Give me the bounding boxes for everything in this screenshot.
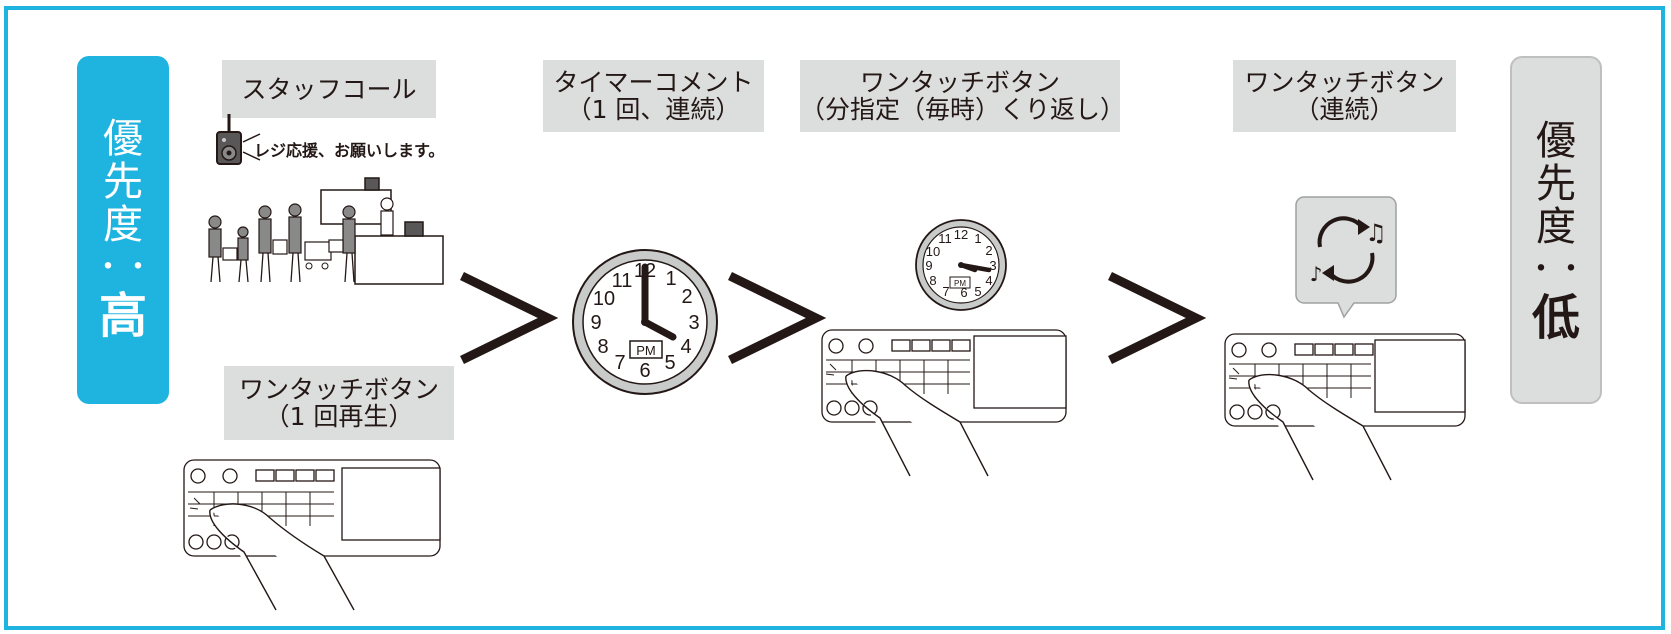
- clock-number: 5: [974, 284, 981, 299]
- staff-call-speech: レジ応援、お願いします。: [254, 141, 445, 160]
- one-touch-repeat-label: ワンタッチボタン （分指定（毎時）くり返し）: [800, 60, 1126, 132]
- priority-char: 度: [103, 202, 143, 249]
- repeat-music-icon: ♫ ♪: [1295, 196, 1397, 319]
- clock-number: 5: [664, 352, 675, 374]
- timer-comment-label: タイマーコメント （1 回、連続）: [543, 60, 764, 132]
- diagram-frame: [4, 6, 1665, 630]
- one-touch-continuous-title: ワンタッチボタン: [1244, 68, 1445, 97]
- pm-badge: [629, 340, 663, 359]
- one-touch-repeat-title: ワンタッチボタン: [859, 68, 1060, 97]
- clock-number: 3: [989, 258, 996, 273]
- priority-level-low: 低: [1531, 289, 1580, 346]
- control-panel-icon: [821, 329, 1067, 477]
- greater-than-arrow: [728, 271, 827, 365]
- clock-number: 12: [954, 227, 968, 242]
- svg-text:♫: ♫: [1365, 219, 1387, 247]
- priority-char: 優: [103, 116, 143, 162]
- control-panel-icon: [183, 459, 441, 611]
- one-touch-single-label: ワンタッチボタン （1 回再生）: [224, 366, 454, 440]
- checkout-scene-illustration: [208, 177, 444, 285]
- pm-badge-text: PM: [954, 279, 966, 288]
- clock-number: 9: [590, 312, 601, 334]
- clock-number: 9: [925, 258, 932, 273]
- clock-icon: 12 1 2 3 4 5 6 7 8 9 10 11 PM: [572, 249, 718, 395]
- clock-number: 4: [985, 273, 992, 288]
- clock-number: 7: [942, 284, 949, 299]
- clock-number: 1: [974, 231, 981, 246]
- clock-number: 11: [612, 270, 633, 292]
- clock-number: 3: [688, 312, 699, 334]
- one-touch-continuous-label: ワンタッチボタン （連続）: [1233, 60, 1456, 132]
- priority-char: 先: [103, 159, 143, 206]
- timer-comment-title: タイマーコメント: [553, 68, 754, 97]
- clock-number: 8: [597, 336, 608, 358]
- staff-call-title: スタッフコール: [241, 74, 417, 104]
- one-touch-single-title: ワンタッチボタン: [238, 375, 439, 404]
- clock-number: 10: [926, 244, 940, 259]
- clock-number: 4: [680, 336, 691, 358]
- clock-number: 8: [929, 273, 936, 288]
- priority-low-badge: 優 先 度 ・・ 低: [1510, 56, 1602, 404]
- clock-number: 6: [639, 360, 650, 382]
- staff-call-label: スタッフコール: [222, 60, 436, 118]
- clock-number: 1: [665, 268, 676, 290]
- greater-than-arrow: [460, 271, 559, 365]
- priority-char: 度: [1536, 204, 1576, 251]
- priority-char: 優: [1536, 118, 1576, 164]
- control-panel-icon: [1224, 333, 1466, 481]
- priority-colon: ・・: [1526, 251, 1586, 287]
- priority-colon: ・・: [93, 249, 153, 285]
- svg-text:♪: ♪: [1310, 262, 1323, 286]
- one-touch-continuous-subtitle: （連続）: [1294, 95, 1395, 124]
- clock-number: 7: [614, 352, 625, 374]
- clock-number: 10: [593, 288, 615, 310]
- clock-number: 6: [960, 285, 967, 300]
- one-touch-single-subtitle: （1 回再生）: [264, 402, 414, 431]
- clock-icon: 12 1 2 3 4 5 6 7 8 9 10 11 PM: [915, 219, 1007, 311]
- clock-number: 2: [681, 286, 692, 308]
- priority-level-high: 高: [98, 287, 147, 344]
- pm-badge-text: PM: [636, 343, 656, 358]
- speaker-icon: [216, 114, 261, 165]
- timer-comment-subtitle: （1 回、連続）: [566, 95, 741, 124]
- clock-number: 2: [985, 243, 992, 258]
- greater-than-arrow: [1108, 271, 1207, 365]
- priority-high-badge: 優 先 度 ・・ 高: [77, 56, 169, 404]
- priority-char: 先: [1536, 161, 1576, 208]
- one-touch-repeat-subtitle: （分指定（毎時）くり返し）: [800, 95, 1126, 124]
- clock-number: 11: [938, 231, 952, 246]
